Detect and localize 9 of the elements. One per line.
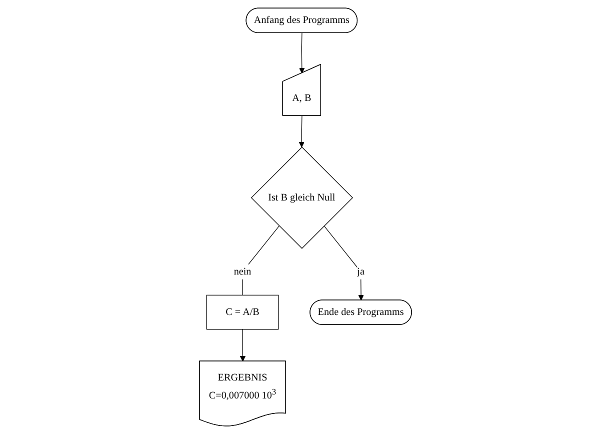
arrow (298, 116, 304, 148)
node-diamond: Ist B gleich Null (250, 146, 354, 249)
connector (242, 226, 280, 296)
arrow (299, 32, 305, 74)
arrow (324, 226, 364, 300)
edge-label: nein (234, 266, 252, 277)
arrow (240, 328, 246, 362)
edge-label: ja (357, 266, 364, 277)
node-box: C = A/B (206, 294, 279, 330)
